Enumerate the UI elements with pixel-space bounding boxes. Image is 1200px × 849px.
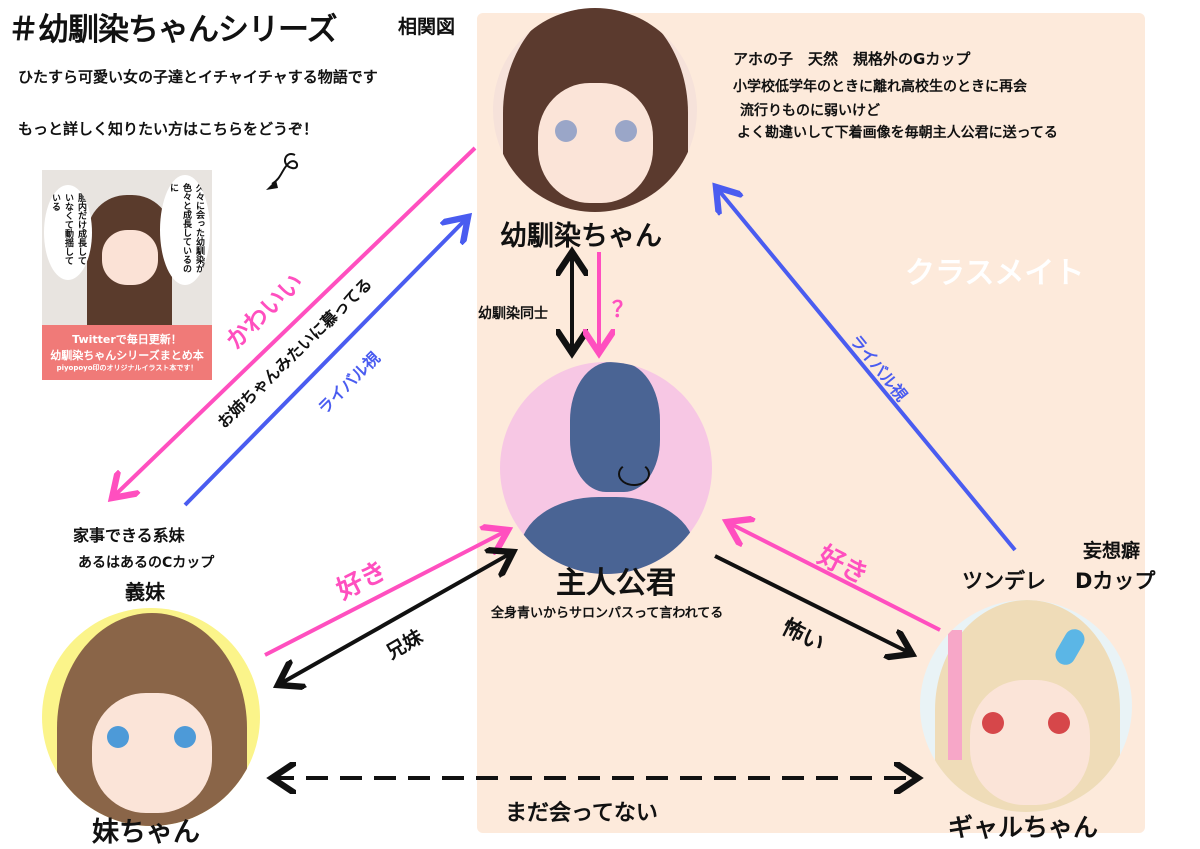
arrow-kowai xyxy=(714,554,912,654)
imouto-name: 妹ちゃん xyxy=(92,817,200,848)
book-line3: piyopoyo印のオリジナルイラスト本です！ xyxy=(56,364,198,372)
classmate-label: クラスメイト xyxy=(905,256,1085,291)
book-bubble-right: 久々に会った幼馴染が色々と成長しているのに xyxy=(160,175,210,285)
intro-text: ひたすら可愛い女の子達とイチャイチャする物語です xyxy=(18,68,378,86)
page-title: ＃幼馴染ちゃんシリーズ xyxy=(8,12,337,48)
gal-portrait xyxy=(920,600,1132,812)
gal-note: Dカップ xyxy=(1075,569,1156,593)
osananajimi-name: 幼馴染ちゃん xyxy=(500,221,662,252)
osananajimi-note: 小学校低学年のときに離れ高校生のときに再会 xyxy=(733,79,1027,95)
protagonist-name: 主人公君 xyxy=(556,566,676,601)
book-cover-link[interactable]: 胆内だけ成長していなくて動揺している 久々に会った幼馴染が色々と成長しているのに… xyxy=(42,170,212,380)
arrow-kyoudai xyxy=(278,552,513,685)
osananajimi-note: アホの子 天然 規格外のGカップ xyxy=(733,50,971,68)
arrow-suki-left xyxy=(264,530,508,657)
gal-note: ツンデレ xyxy=(962,569,1046,593)
imouto-portrait xyxy=(42,608,260,826)
osananajimi-portrait xyxy=(493,8,697,212)
intro-link-text: もっと詳しく知りたい方はこちらをどうぞ！ xyxy=(18,120,319,138)
relation-osananajimi-pair: 幼馴染同士 xyxy=(478,306,548,322)
relation-not-met: まだ会ってない xyxy=(505,801,658,826)
curly-arrow-icon xyxy=(266,153,298,190)
book-face xyxy=(102,230,158,285)
arrow-suki-right xyxy=(727,522,941,632)
osananajimi-note: よく勘違いして下着画像を毎朝主人公君に送ってる xyxy=(737,125,1058,141)
book-line2: 幼馴染ちゃんシリーズまとめ本 xyxy=(50,349,204,362)
book-line1: Twitterで毎日更新！ xyxy=(72,333,182,346)
imouto-note: 家事できる系妹 xyxy=(73,526,185,545)
book-band: Twitterで毎日更新！ 幼馴染ちゃんシリーズまとめ本 piyopoyo印のオ… xyxy=(42,325,212,380)
arrow-rival-right xyxy=(716,187,1017,552)
protagonist-portrait xyxy=(500,362,712,574)
protagonist-note: 全身青いからサロンパスって言われてる xyxy=(491,606,724,621)
imouto-note: あるはあるのCカップ xyxy=(78,555,215,571)
relation-question: ？ xyxy=(612,298,635,323)
arrow-rival-left xyxy=(183,217,468,507)
book-bubble-left: 胆内だけ成長していなくて動揺している xyxy=(44,185,92,280)
page-subtitle: 相関図 xyxy=(398,16,456,38)
arrow-kawaii xyxy=(112,146,477,498)
gal-note: 妄想癖 xyxy=(1083,540,1141,562)
gal-name: ギャルちゃん xyxy=(948,813,1099,842)
imouto-note: 義妹 xyxy=(125,580,165,604)
osananajimi-note: 流行りものに弱いけど xyxy=(740,103,880,119)
